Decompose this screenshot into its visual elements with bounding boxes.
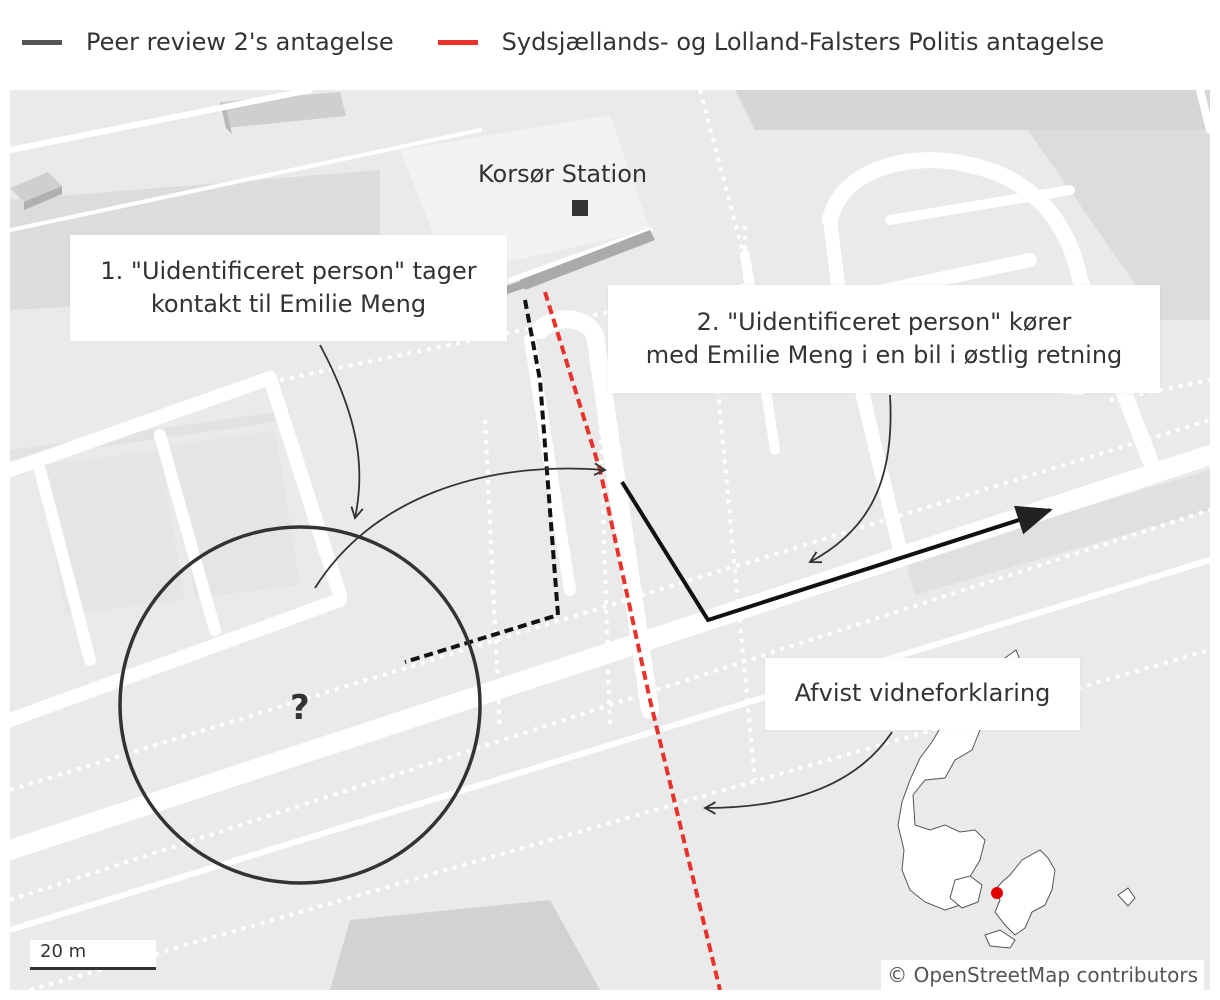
legend-swatch-red-line	[437, 39, 478, 45]
legend-item-peer-review: Peer review 2's antagelse	[22, 28, 394, 56]
annotation-rejected-text: Afvist vidneforklaring	[794, 679, 1051, 707]
annotation-step1-line2: kontakt til Emilie Meng	[150, 290, 427, 318]
annotation-step2: 2. "Uidentificeret person" kører med Emi…	[608, 285, 1160, 393]
scale-label: 20 m	[40, 941, 87, 962]
map[interactable]: Korsør Station ? 1. "Uidentificeret pers…	[10, 90, 1210, 990]
station-marker-icon	[572, 200, 588, 216]
legend-swatch-gray-line	[22, 39, 62, 45]
annotation-arrow-step2	[808, 394, 892, 564]
unknown-location-circle	[118, 525, 482, 885]
unknown-location-question-mark: ?	[290, 688, 310, 728]
annotation-arrow-step1	[319, 344, 364, 520]
station-label: Korsør Station	[478, 160, 648, 188]
annotation-rejected: Afvist vidneforklaring	[765, 658, 1080, 730]
location-marker-icon	[991, 887, 1003, 899]
map-credit[interactable]: © OpenStreetMap contributors	[881, 960, 1204, 990]
peer-review-route-line	[404, 299, 561, 664]
station-building	[500, 230, 655, 296]
annotation-arrow-contact	[314, 462, 607, 589]
legend-label-peer-review: Peer review 2's antagelse	[86, 28, 394, 56]
annotation-step1-line1: 1. "Uidentificeret person" tager	[100, 257, 477, 285]
scale-bar: 20 m	[30, 940, 156, 970]
annotation-step2-line2: med Emilie Meng i en bil i østlig retnin…	[645, 341, 1123, 369]
legend-label-police: Sydsjællands- og Lolland-Falsters Politi…	[501, 28, 1105, 56]
annotation-step2-line1: 2. "Uidentificeret person" kører	[696, 308, 1072, 336]
map-canvas[interactable]	[10, 90, 1210, 990]
legend: Peer review 2's antagelse Sydsjællands- …	[22, 22, 1148, 62]
annotation-arrow-rejected	[703, 731, 893, 815]
annotation-step1: 1. "Uidentificeret person" tager kontakt…	[70, 235, 507, 341]
legend-item-police: Sydsjællands- og Lolland-Falsters Politi…	[437, 28, 1105, 56]
car-route-arrow	[620, 480, 1053, 623]
